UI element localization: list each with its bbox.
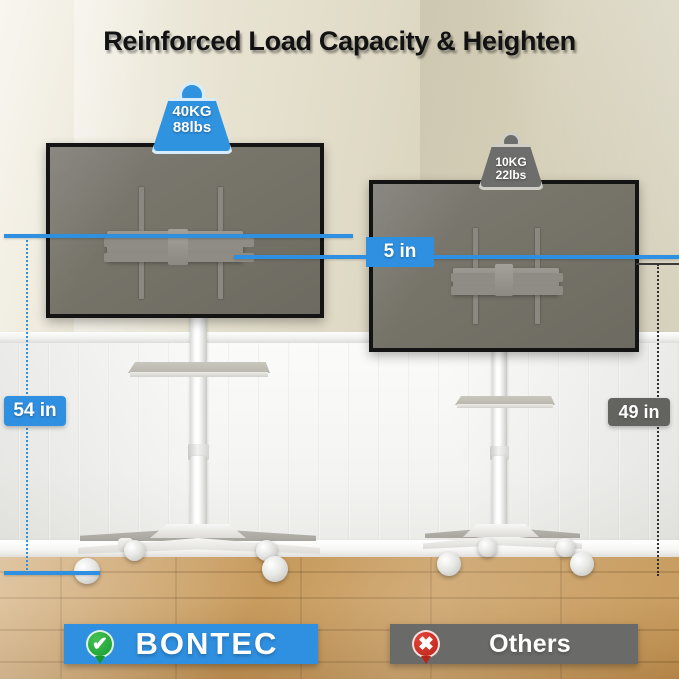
bontec-leg-center xyxy=(150,524,246,538)
others-leg-left-dark xyxy=(425,527,503,538)
cross-circle-shape xyxy=(412,630,440,658)
others-wheel-back-right[interactable] xyxy=(556,538,575,557)
bontec-comparison-bar[interactable]: ✔ BONTEC xyxy=(64,624,318,664)
bontec-height-tag: 54 in xyxy=(4,396,66,426)
others-wheel-front-right[interactable] xyxy=(570,552,594,576)
check-glyph: ✔ xyxy=(92,633,108,655)
bontec-wheel-front-right[interactable] xyxy=(262,556,288,582)
check-circle-icon: ✔ xyxy=(86,630,114,664)
others-wheel-back-left[interactable] xyxy=(478,538,497,557)
others-weight-lbs: 22lbs xyxy=(495,167,527,182)
others-weight-kg: 10KG xyxy=(495,155,527,169)
bontec-weight-badge: 40KG 88lbs xyxy=(151,82,233,154)
others-shelf xyxy=(455,396,555,405)
bontec-weight-kg: 40KG xyxy=(172,103,212,120)
others-leg-center xyxy=(463,524,539,537)
height-difference-tag: 5 in xyxy=(366,237,434,267)
wainscot-panels xyxy=(0,343,679,558)
others-comparison-bar[interactable]: ✖ Others xyxy=(390,624,638,664)
bontec-brand-label: BONTEC xyxy=(135,626,279,661)
others-mount-hub xyxy=(495,264,513,296)
wainscot-panel-lines xyxy=(0,343,679,558)
bontec-height-line-top xyxy=(4,234,353,238)
bontec-mount-hub xyxy=(168,229,188,265)
others-pole-upper xyxy=(492,330,507,450)
bontec-shelf xyxy=(128,362,270,373)
others-leg-right-dark xyxy=(500,527,580,538)
bontec-pole-lower xyxy=(190,456,207,536)
bontec-wheel-back-left[interactable] xyxy=(124,540,145,561)
others-height-line-top xyxy=(234,255,679,259)
bontec-weight-text: 40KG 88lbs xyxy=(151,103,233,137)
bontec-tv-screen xyxy=(46,143,324,318)
bontec-tv-mount xyxy=(46,143,324,318)
others-height-tag: 49 in xyxy=(608,398,670,426)
others-tv-mount xyxy=(369,180,639,352)
cross-glyph: ✖ xyxy=(418,633,434,655)
cross-circle-icon: ✖ xyxy=(412,630,440,664)
bontec-height-line-bottom xyxy=(4,571,100,575)
others-shelf-edge xyxy=(457,404,553,408)
check-pin-tail xyxy=(95,656,105,664)
page-title: Reinforced Load Capacity & Heighten xyxy=(103,26,576,56)
others-wheel-front-left[interactable] xyxy=(437,552,461,576)
bontec-weight-lbs: 88lbs xyxy=(172,119,212,137)
cross-pin-tail xyxy=(421,656,431,664)
bontec-shelf-edge xyxy=(130,372,268,377)
bontec-wheel-back-right[interactable] xyxy=(256,540,277,561)
others-weight-badge: 10KG 22lbs xyxy=(478,132,544,190)
others-weight-text: 10KG 22lbs xyxy=(478,156,544,182)
others-label: Others xyxy=(489,629,571,658)
others-pole-lower xyxy=(492,456,507,534)
